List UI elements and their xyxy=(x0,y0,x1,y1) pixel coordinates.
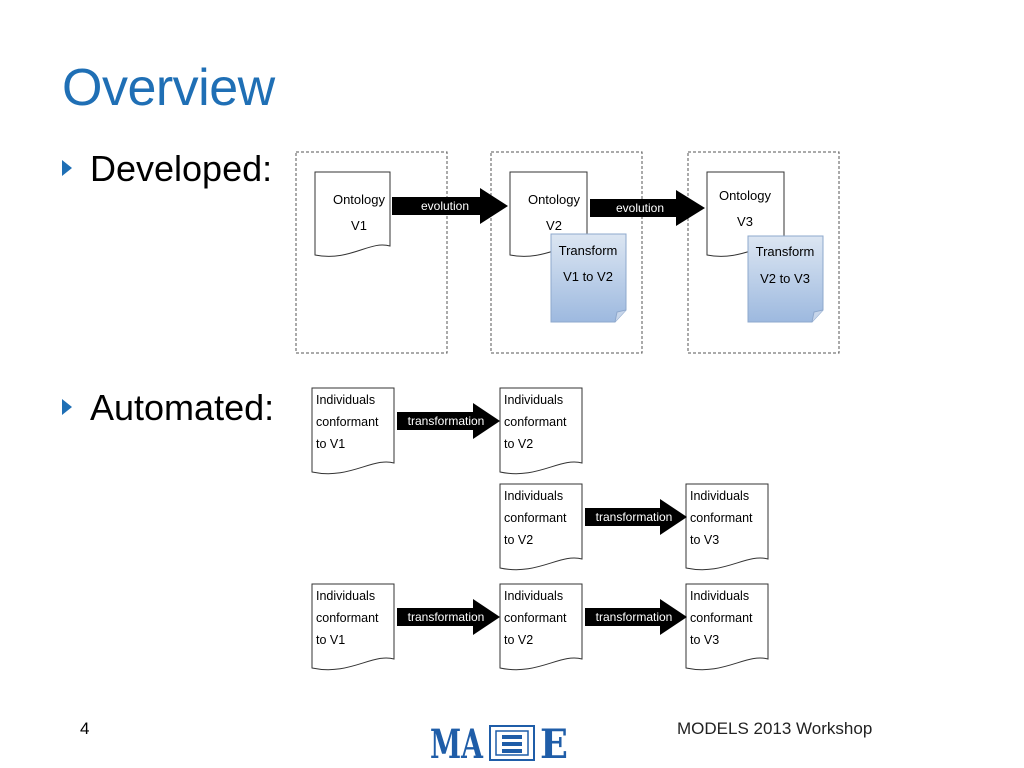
bullet-automated-label: Automated: xyxy=(90,387,275,428)
doc-line: Individuals xyxy=(316,393,375,407)
doc-version: to V2 xyxy=(504,633,533,647)
doc-line: Individuals xyxy=(504,393,563,407)
doc-line: conformant xyxy=(316,415,379,429)
evolution-arrow: evolution xyxy=(590,190,705,226)
doc-line: Individuals xyxy=(690,589,749,603)
doc-line: conformant xyxy=(690,511,753,525)
transformation-arrow-label: transformation xyxy=(596,610,673,624)
footer-text: MODELS 2013 Workshop xyxy=(677,719,873,738)
doc-version: to V1 xyxy=(316,633,345,647)
individuals-document: Individuals conformant to V3 xyxy=(685,483,769,571)
version-container xyxy=(295,151,448,354)
bullet-developed: Developed: xyxy=(62,151,272,187)
ontology-label: Ontology xyxy=(333,192,386,207)
doc-version: to V3 xyxy=(690,633,719,647)
individuals-document: Individuals conformant to V2 xyxy=(499,483,583,571)
bullet-developed-label: Developed: xyxy=(90,148,273,189)
transformation-arrow: transformation xyxy=(397,403,500,439)
slide-title: Overview xyxy=(62,59,275,117)
evolution-arrow: evolution xyxy=(392,188,508,224)
transform-versions: V2 to V3 xyxy=(760,271,810,286)
ontology-version: V3 xyxy=(737,214,753,229)
page-number: 4 xyxy=(80,719,90,738)
transform-label: Transform xyxy=(756,244,815,259)
doc-version: to V2 xyxy=(504,533,533,547)
logo-s-bar-icon xyxy=(502,735,522,739)
version-container xyxy=(490,151,643,354)
transformation-arrow-label: transformation xyxy=(596,510,673,524)
individuals-document: Individuals conformant to V2 xyxy=(499,583,583,671)
mase-logo: MA E xyxy=(430,722,568,762)
doc-line: conformant xyxy=(504,511,567,525)
version-container xyxy=(687,151,840,354)
individuals-document: Individuals conformant to V3 xyxy=(685,583,769,671)
doc-line: conformant xyxy=(690,611,753,625)
logo-inner-box-icon xyxy=(495,730,529,756)
doc-version: to V1 xyxy=(316,437,345,451)
transformation-arrow: transformation xyxy=(585,499,687,535)
transform-document: Transform V1 to V2 xyxy=(550,233,627,323)
doc-line: conformant xyxy=(504,415,567,429)
logo-s-bar-icon xyxy=(502,742,522,746)
transformation-arrow: transformation xyxy=(397,599,500,635)
evolution-arrow-label: evolution xyxy=(421,199,469,213)
logo-letters-ma: MA xyxy=(430,722,484,762)
transformation-arrow-label: transformation xyxy=(408,610,485,624)
doc-line: conformant xyxy=(504,611,567,625)
doc-version: to V2 xyxy=(504,437,533,451)
bullet-automated: Automated: xyxy=(62,390,274,426)
bullet-triangle-icon xyxy=(62,160,72,177)
transform-versions: V1 to V2 xyxy=(563,269,613,284)
transform-document: Transform V2 to V3 xyxy=(747,235,824,323)
bullet-triangle-icon xyxy=(62,399,72,416)
doc-version: to V3 xyxy=(690,533,719,547)
individuals-document: Individuals conformant to V1 xyxy=(311,583,395,671)
transformation-arrow: transformation xyxy=(585,599,687,635)
doc-line: Individuals xyxy=(316,589,375,603)
doc-line: Individuals xyxy=(504,489,563,503)
doc-line: Individuals xyxy=(504,589,563,603)
transformation-arrow-label: transformation xyxy=(408,414,485,428)
ontology-label: Ontology xyxy=(719,188,772,203)
ontology-label: Ontology xyxy=(528,192,581,207)
ontology-document: Ontology V1 xyxy=(314,171,391,257)
evolution-arrow-label: evolution xyxy=(616,201,664,215)
individuals-document: Individuals conformant to V1 xyxy=(311,387,395,475)
logo-letter-e: E xyxy=(540,722,568,762)
ontology-version: V2 xyxy=(546,218,562,233)
logo-box-icon xyxy=(489,725,535,761)
doc-line: Individuals xyxy=(690,489,749,503)
ontology-document: Ontology V3 xyxy=(706,171,785,257)
ontology-version: V1 xyxy=(351,218,367,233)
transform-label: Transform xyxy=(559,243,618,258)
logo-s-bar-icon xyxy=(502,749,522,753)
doc-line: conformant xyxy=(316,611,379,625)
individuals-document: Individuals conformant to V2 xyxy=(499,387,583,475)
